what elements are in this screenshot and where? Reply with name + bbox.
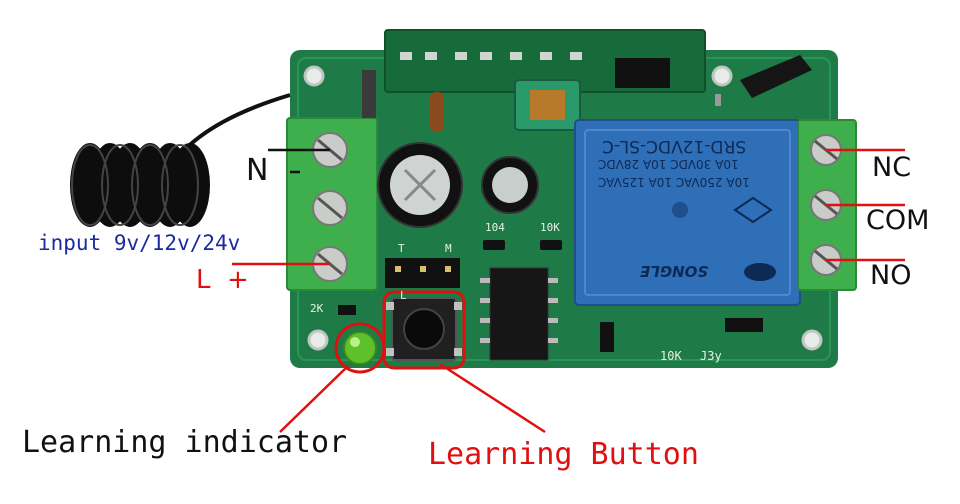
relay-model-text: SRD-12VDC-SL-C [602, 136, 747, 156]
l-mark-text: L [400, 289, 407, 302]
line-plus-label: L + [196, 265, 249, 295]
transistor [715, 55, 812, 106]
learning-button-label: Learning Button [428, 437, 699, 472]
rf-receiver-module [384, 29, 706, 132]
input-voltage-label: input 9v/12v/24v [38, 231, 241, 255]
annotation-lines [232, 148, 905, 434]
m-mark-text: M [445, 242, 452, 255]
cap-code-text: 104 [485, 221, 505, 234]
neutral-label: N [246, 153, 269, 188]
relay-brand-text: SONGLE [640, 262, 709, 280]
j3y-text: J3y [700, 349, 722, 363]
learning-indicator-label: Learning indicator [22, 425, 348, 460]
res-10k-top-text: 10K [540, 221, 560, 234]
relay-rating-line-1: 10A 250VAC 10A 125VAC [598, 175, 750, 189]
nc-label: NC [872, 152, 912, 183]
learning-indicator-led [343, 331, 377, 365]
relay [574, 119, 801, 306]
jumper-header [385, 258, 460, 288]
res-2k-text: 2K [310, 302, 324, 315]
res-10k-bottom-text: 10K [660, 349, 682, 363]
t-mark-text: T [398, 242, 405, 255]
button-highlight-box [382, 290, 466, 370]
mounting-holes [303, 65, 823, 351]
ic-chip [480, 267, 558, 361]
input-terminal-block [286, 70, 378, 291]
antenna-coil [70, 93, 291, 227]
learning-button[interactable] [386, 297, 462, 361]
relay-rating-line-2: 10A 30VDC 10A 28VDC [598, 157, 739, 171]
electrolytic-capacitors [377, 142, 539, 228]
smd-components [338, 240, 763, 352]
com-label: COM [866, 205, 930, 236]
no-label: NO [870, 260, 912, 291]
